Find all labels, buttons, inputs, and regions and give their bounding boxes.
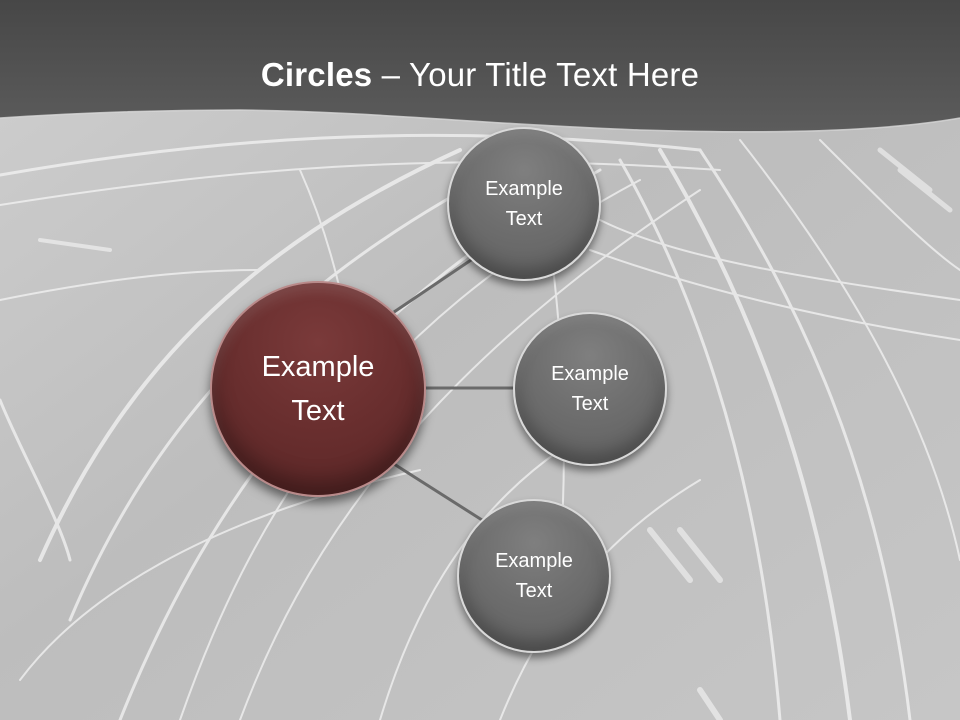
center-line1: Example — [261, 351, 375, 383]
satellite-circle-top: Example Text — [447, 127, 601, 281]
connector-top — [393, 256, 475, 314]
satellite-circle-middle: Example Text — [513, 312, 667, 466]
satellite-middle-line1: Example — [551, 363, 629, 385]
satellite-top-line1: Example — [485, 178, 563, 200]
satellite-bottom-line2: Text — [515, 580, 553, 602]
center-circle: Example Text — [210, 281, 426, 497]
center-line2: Text — [291, 395, 345, 427]
satellite-middle-line2: Text — [571, 393, 609, 415]
satellite-top-line2: Text — [505, 208, 543, 230]
satellite-bottom-line1: Example — [495, 550, 573, 572]
title-rest: – Your Title Text Here — [372, 56, 700, 93]
satellite-circle-bottom: Example Text — [457, 499, 611, 653]
connector-bottom — [393, 462, 483, 522]
satellite-middle-label: Example Text — [551, 359, 629, 419]
satellite-bottom-label: Example Text — [495, 546, 573, 606]
satellite-top-label: Example Text — [485, 174, 563, 234]
slide-title: Circles – Your Title Text Here — [0, 52, 960, 98]
center-circle-label: Example Text — [262, 345, 375, 433]
title-bold: Circles — [260, 56, 373, 93]
